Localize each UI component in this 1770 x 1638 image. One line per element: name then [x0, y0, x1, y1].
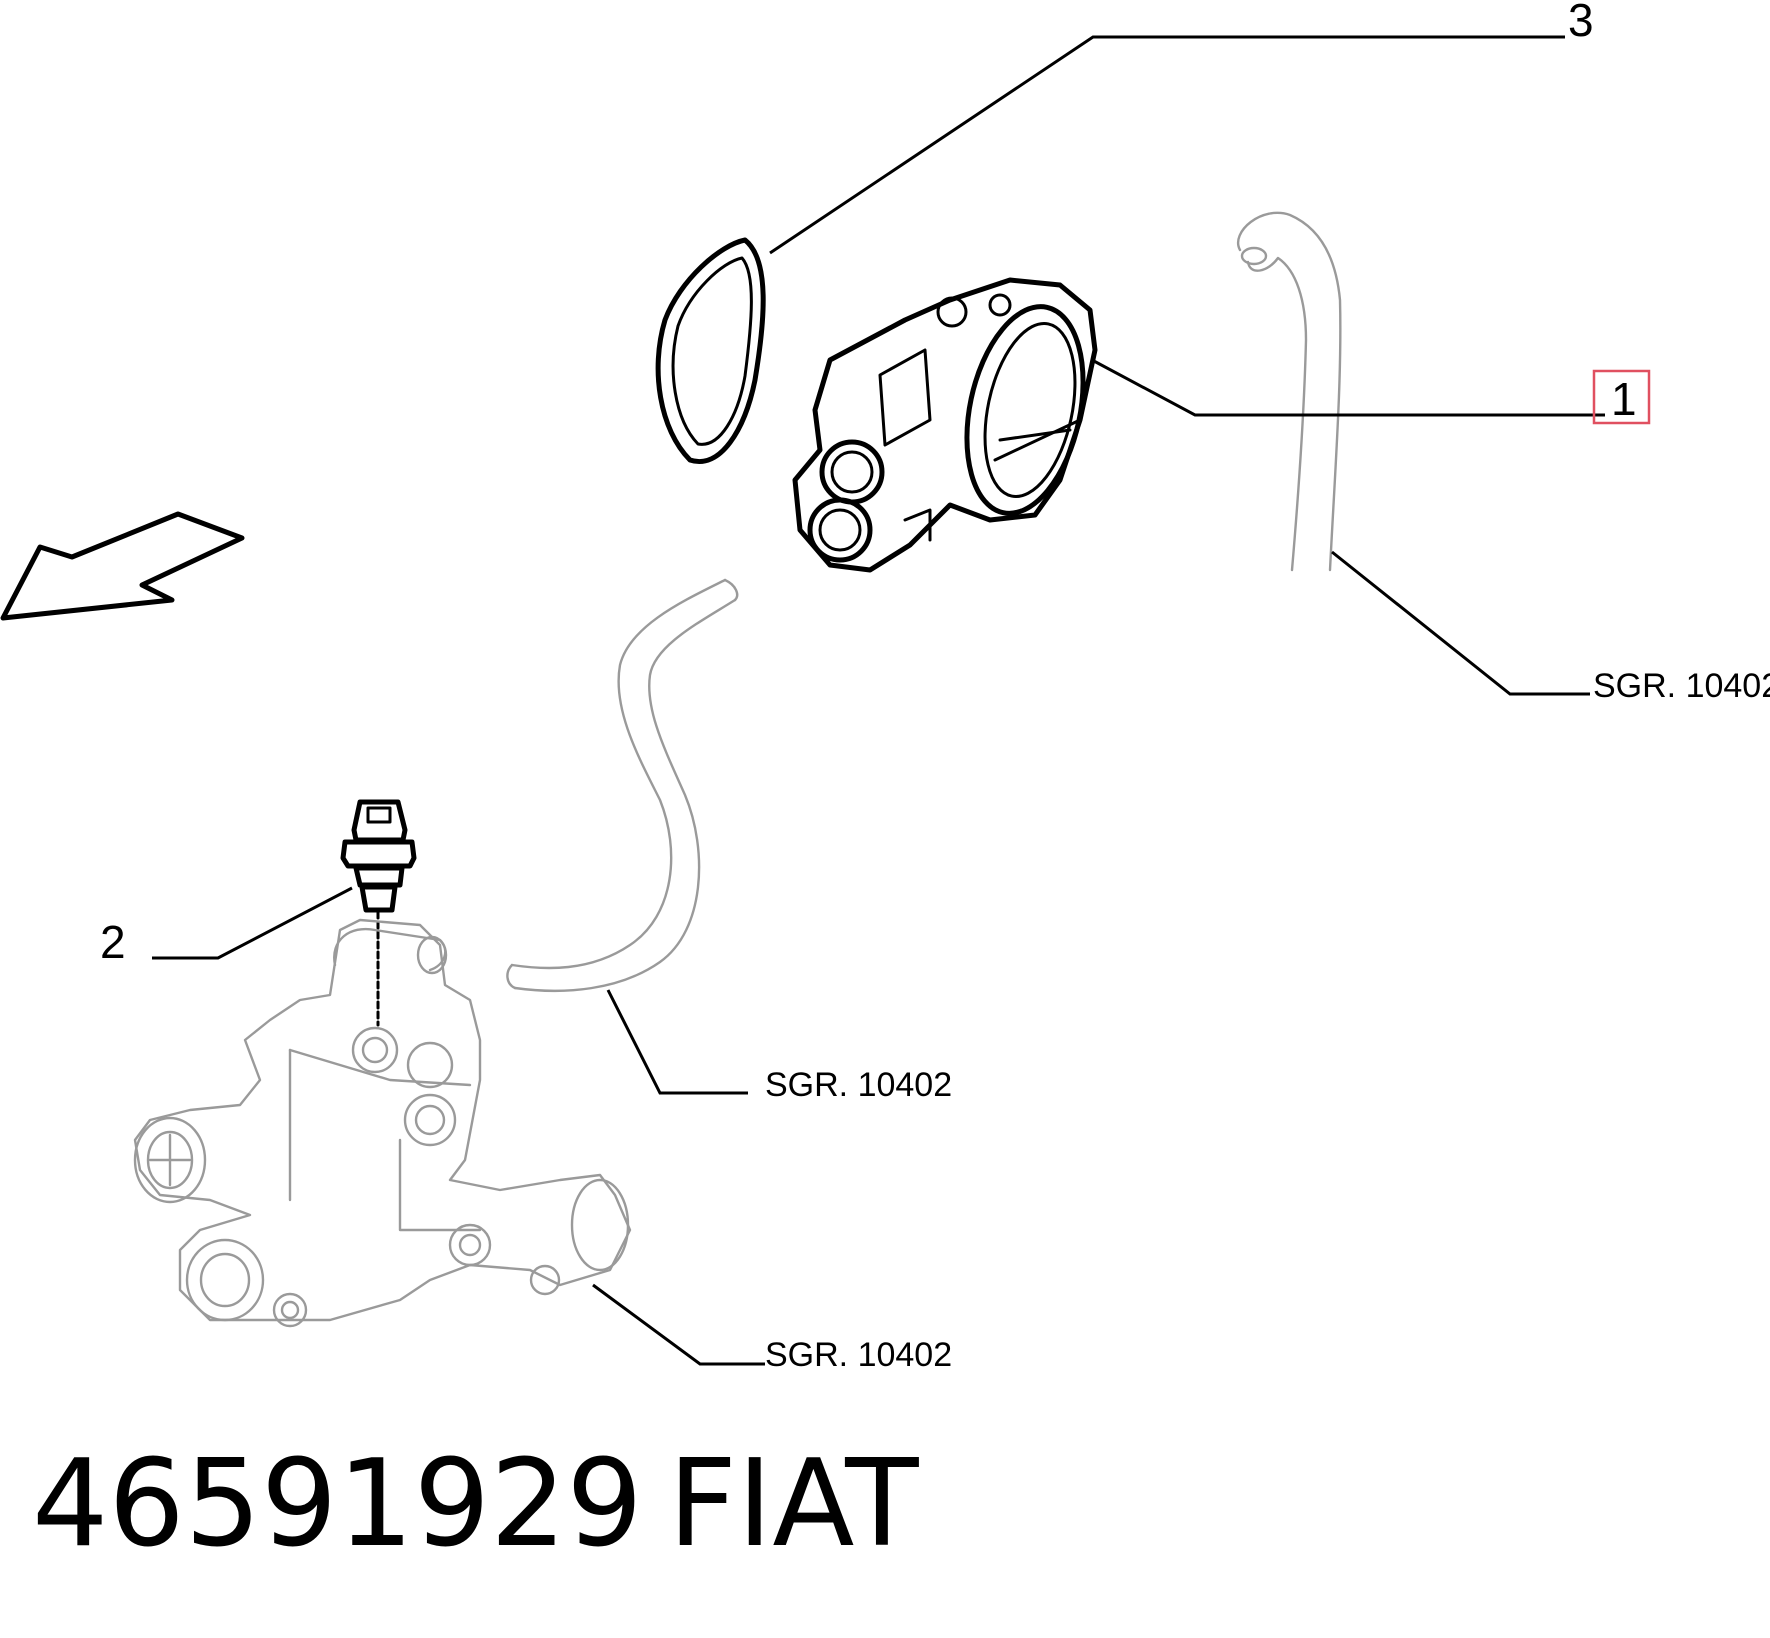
- hose-middle: [506, 578, 739, 992]
- throttle-body-part: [792, 277, 1098, 573]
- reference-label-hose-middle: SGR. 10402: [765, 1066, 952, 1104]
- reference-label-hose-right: SGR. 10402: [1593, 667, 1770, 705]
- callout-3: 3: [1568, 0, 1594, 46]
- thermostat-housing-part: [133, 918, 632, 1328]
- seal-ring-part: [655, 237, 766, 464]
- callout-2: 2: [100, 916, 126, 968]
- reference-label-thermostat-housing: SGR. 10402: [765, 1336, 952, 1374]
- part-number: 46591929: [32, 1435, 643, 1574]
- hose-right: [1237, 211, 1342, 572]
- direction-arrow-icon: [0, 511, 245, 621]
- callout-highlight-box: [1592, 369, 1651, 425]
- brand-name: FIAT: [668, 1435, 919, 1574]
- callout-1: 1: [1611, 373, 1637, 425]
- leader-lines: [152, 35, 1605, 1366]
- temperature-sensor-part: [340, 799, 417, 1027]
